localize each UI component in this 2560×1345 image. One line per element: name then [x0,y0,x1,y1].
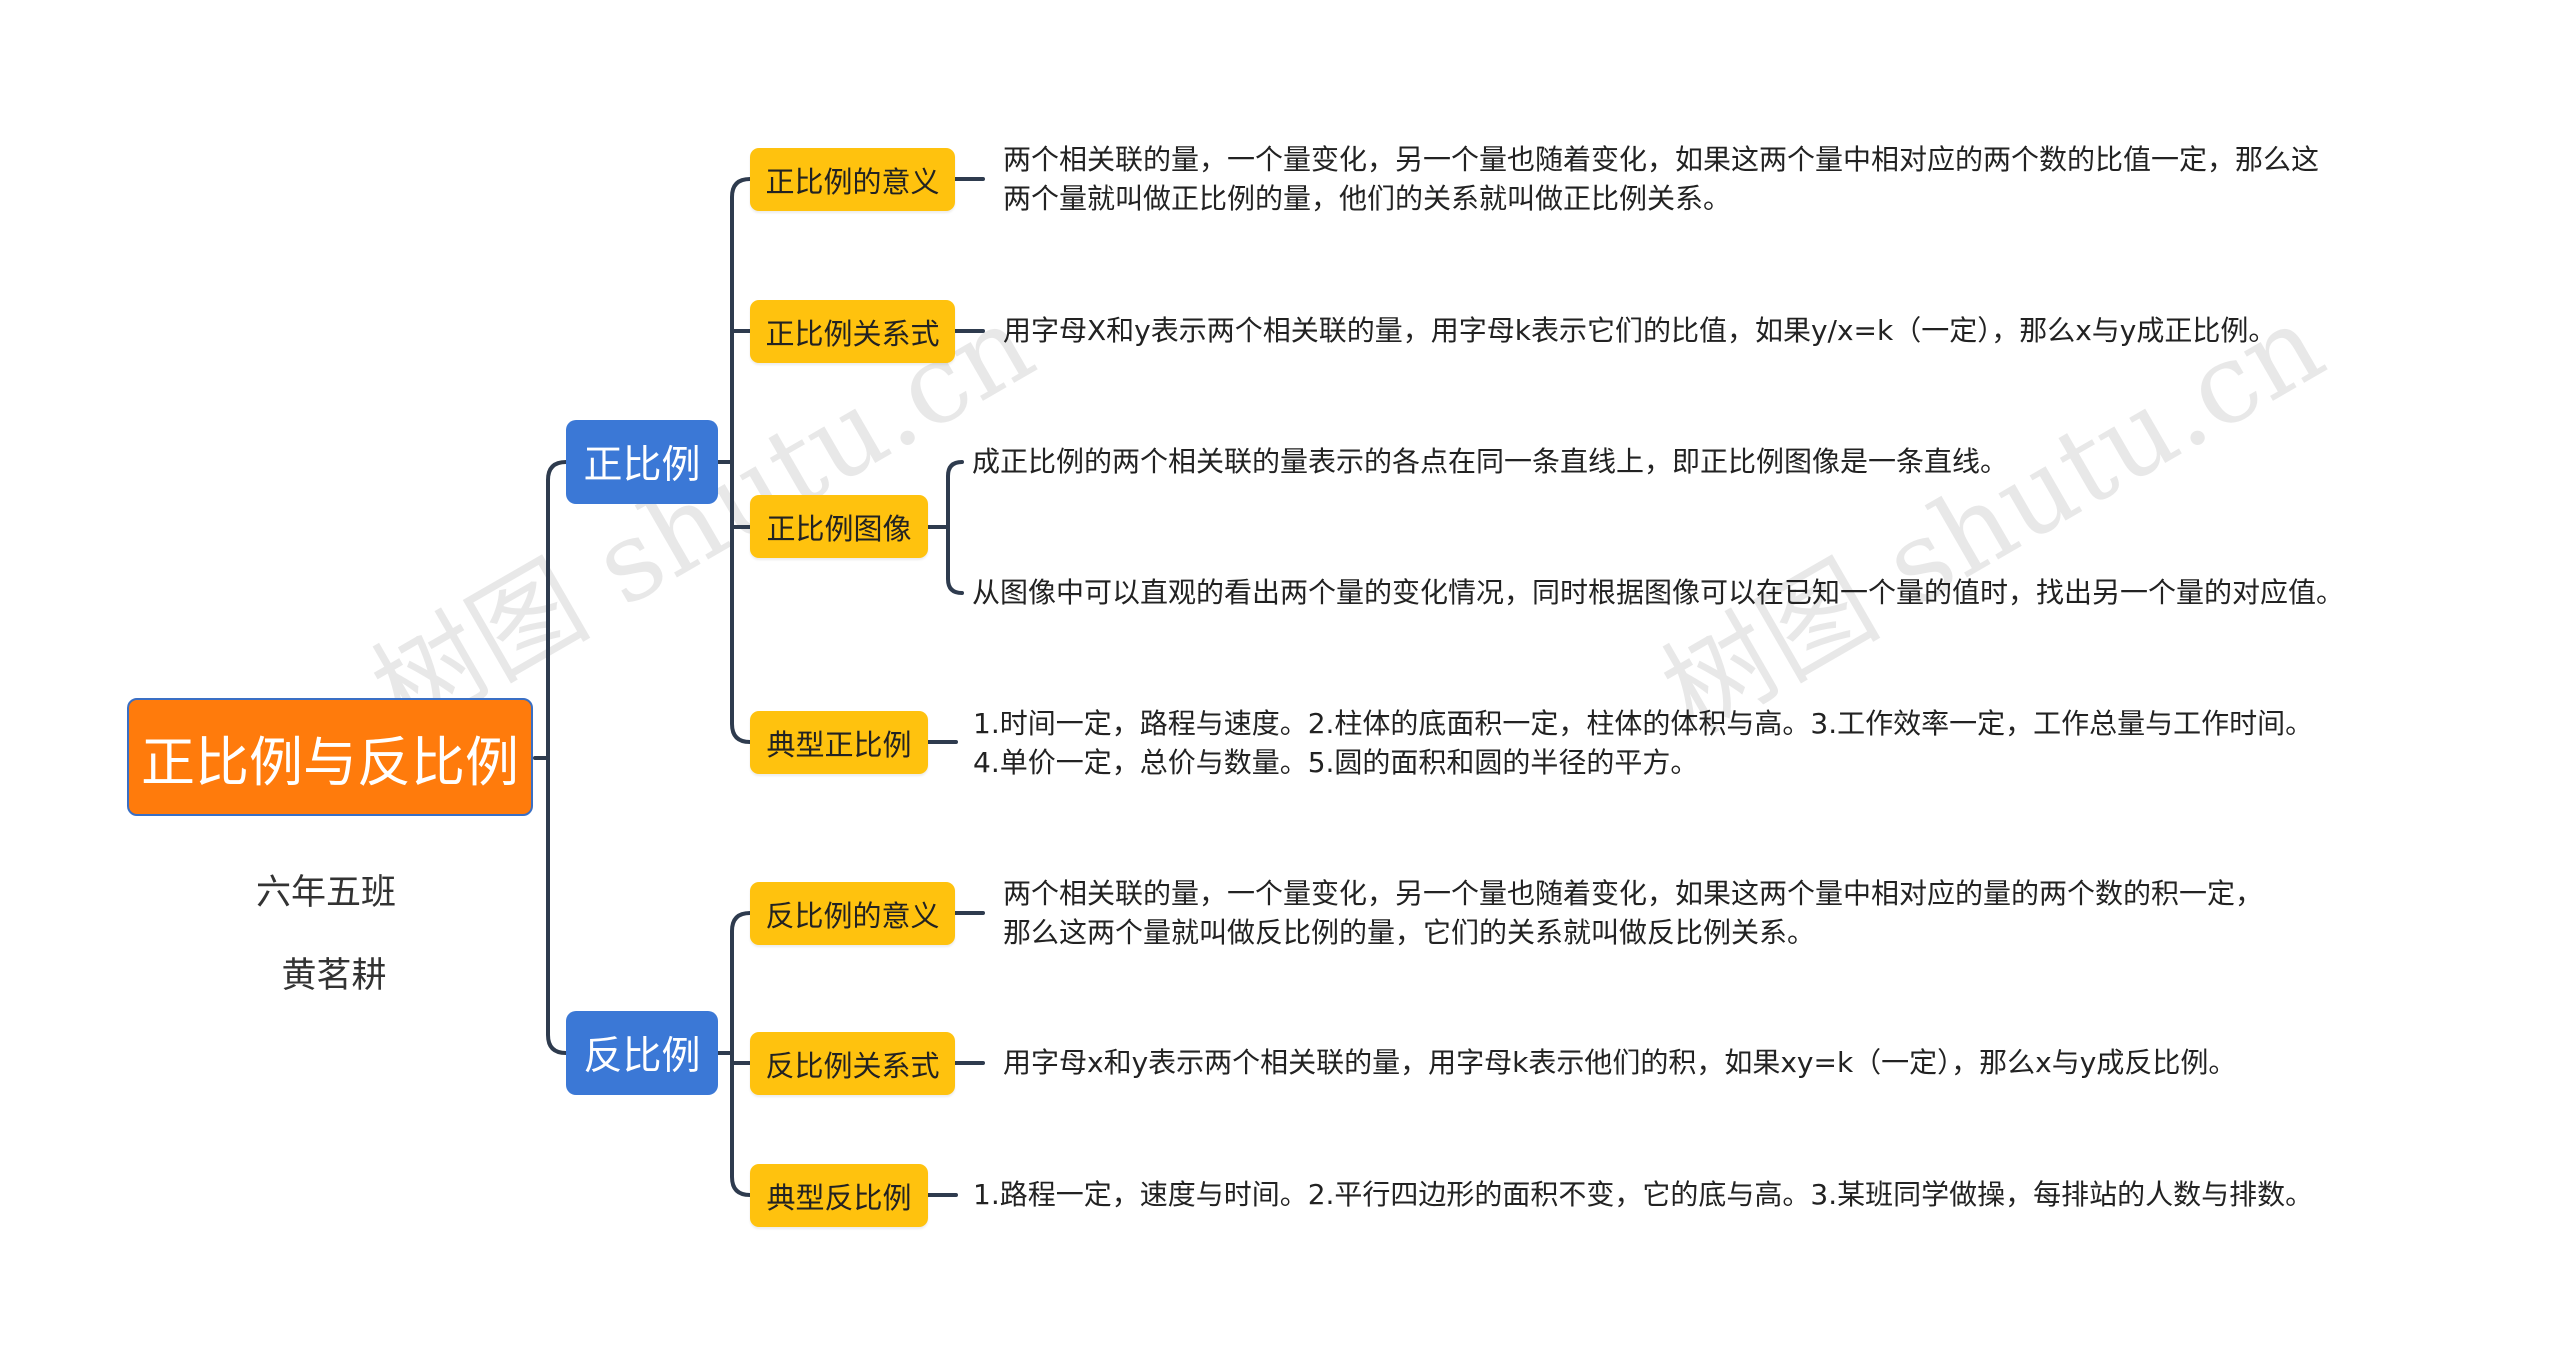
text-line: 两个相关联的量，一个量变化，另一个量也随着变化，如果这两个量中相对应的两个数的比… [1003,143,2320,176]
leaf-text: 1.路程一定，速度与时间。2.平行四边形的面积不变，它的底与高。3.某班同学做操… [973,1175,2313,1214]
text-line: 1.时间一定，路程与速度。2.柱体的底面积一定，柱体的体积与高。3.工作效率一定… [973,707,2314,740]
node-direct-graph[interactable]: 正比例图像 [750,495,928,558]
node-direct-examples[interactable]: 典型正比例 [750,711,928,774]
text-line: 两个相关联的量，一个量变化，另一个量也随着变化，如果这两个量中相对应的量的两个数… [1003,877,2264,910]
connector-root [533,460,568,1055]
text-line: 用字母x和y表示两个相关联的量，用字母k表示他们的积，如果xy=k（一定），那么… [1003,1046,2237,1079]
text-line: 4.单价一定，总价与数量。5.圆的面积和圆的半径的平方。 [973,746,1699,779]
text-line: 1.路程一定，速度与时间。2.平行四边形的面积不变，它的底与高。3.某班同学做操… [973,1178,2314,1211]
node-inverse-meaning[interactable]: 反比例的意义 [750,882,955,945]
leaf-text: 用字母x和y表示两个相关联的量，用字母k表示他们的积，如果xy=k（一定），那么… [1003,1043,2236,1082]
node-inverse-formula[interactable]: 反比例关系式 [750,1032,955,1095]
text-line: 用字母X和y表示两个相关联的量，用字母k表示它们的比值，如果y/x=k（一定），… [1003,314,2277,347]
node-inverse-examples[interactable]: 典型反比例 [750,1164,928,1227]
connector-image-bracket [926,460,964,595]
leaf-text: 两个相关联的量，一个量变化，另一个量也随着变化，如果这两个量中相对应的量的两个数… [1003,874,2263,952]
text-line: 成正比例的两个相关联的量表示的各点在同一条直线上，即正比例图像是一条直线。 [972,445,2009,478]
class-label: 六年五班 [255,873,396,913]
node-direct-proportion[interactable]: 正比例 [566,420,718,504]
root-node[interactable]: 正比例与反比例 [127,698,533,816]
connector-zheng [716,177,752,744]
leaf-text: 从图像中可以直观的看出两个量的变化情况，同时根据图像可以在已知一个量的值时，找出… [972,573,2344,612]
author-label: 黄茗耕 [281,956,387,996]
text-line: 从图像中可以直观的看出两个量的变化情况，同时根据图像可以在已知一个量的值时，找出… [972,576,2345,609]
leaf-text: 成正比例的两个相关联的量表示的各点在同一条直线上，即正比例图像是一条直线。 [972,442,2008,481]
node-direct-meaning[interactable]: 正比例的意义 [750,148,955,211]
leaf-text: 两个相关联的量，一个量变化，另一个量也随着变化，如果这两个量中相对应的两个数的比… [1003,140,2319,218]
connector-leaves [926,177,985,1197]
leaf-text: 1.时间一定，路程与速度。2.柱体的底面积一定，柱体的体积与高。3.工作效率一定… [973,704,2313,782]
node-inverse-proportion[interactable]: 反比例 [566,1011,718,1095]
connector-fan [716,911,752,1197]
text-line: 那么这两个量就叫做反比例的量，它们的关系就叫做反比例关系。 [1003,916,1816,949]
leaf-text: 用字母X和y表示两个相关联的量，用字母k表示它们的比值，如果y/x=k（一定），… [1003,311,2276,350]
node-direct-formula[interactable]: 正比例关系式 [750,300,955,363]
text-line: 两个量就叫做正比例的量，他们的关系就叫做正比例关系。 [1003,182,1732,215]
